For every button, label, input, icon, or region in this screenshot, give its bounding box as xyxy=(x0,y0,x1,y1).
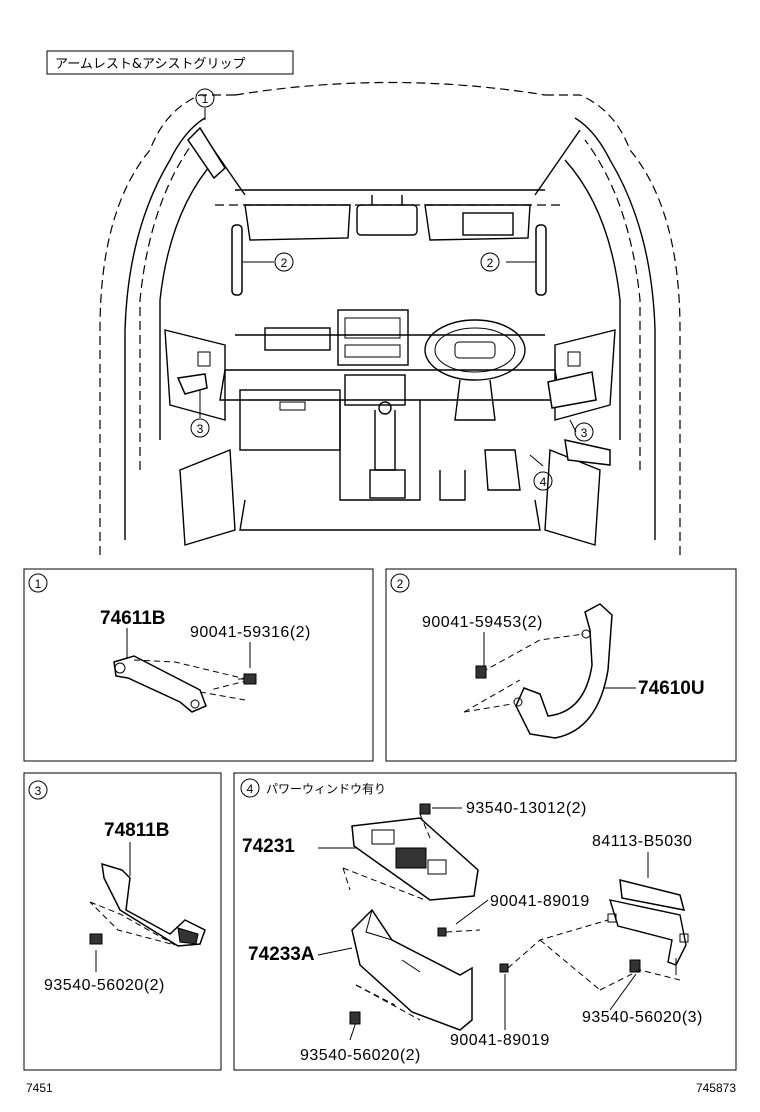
part-label-93540-56020-3: 93540-56020(3) xyxy=(582,1009,703,1026)
screw-icon xyxy=(89,933,103,945)
panel-2: 2 90041-59453(2) 74610U xyxy=(385,568,737,762)
svg-text:2: 2 xyxy=(487,256,494,270)
part-label-93540-13012: 93540-13012(2) xyxy=(466,800,587,817)
part-label-84113-b5030: 84113-B5030 xyxy=(592,833,692,850)
part-label-74233a: 74233A xyxy=(248,944,315,965)
bracket-84113-b5030 xyxy=(619,879,686,911)
panel-3: 3 74811B 93540-56020(2) xyxy=(23,772,222,1071)
svg-text:4: 4 xyxy=(247,782,254,796)
panel-1-number: 1 xyxy=(28,573,48,593)
panel-4-note: パワーウィンドウ有り xyxy=(266,782,386,796)
panel-3-number: 3 xyxy=(28,780,48,800)
overview-callout-2-left: 2 xyxy=(274,252,294,272)
screw-icon xyxy=(349,1011,361,1025)
svg-text:3: 3 xyxy=(197,422,204,436)
svg-text:1: 1 xyxy=(202,92,209,106)
panel-4: 4 パワーウィンドウ有り 93540-13012(2) 74231 84113-… xyxy=(233,772,737,1071)
panel-1: 1 74611B 90041-59316(2) xyxy=(23,568,374,762)
part-label-90041-59453: 90041-59453(2) xyxy=(422,614,543,631)
svg-text:4: 4 xyxy=(540,475,547,489)
overview-callout-2-right: 2 xyxy=(480,252,500,272)
title-box: アームレスト&アシストグリップ xyxy=(46,50,294,75)
screw-icon xyxy=(419,803,431,815)
svg-text:2: 2 xyxy=(281,256,288,270)
cabin-overview: 1 2 2 3 3 4 xyxy=(99,81,681,555)
footer-left-code: 7451 xyxy=(26,1081,53,1095)
part-label-90041-89019-upper: 90041-89019 xyxy=(490,893,590,910)
assist-grip-74611b xyxy=(113,655,207,713)
overview-callout-1: 1 xyxy=(195,88,215,108)
assist-grip-74610u xyxy=(515,603,613,739)
part-label-74610u: 74610U xyxy=(638,678,705,699)
part-label-74611b: 74611B xyxy=(100,608,166,629)
part-label-93540-56020-2-lower: 93540-56020(2) xyxy=(300,1047,421,1064)
clip-icon xyxy=(437,927,447,937)
svg-text:1: 1 xyxy=(35,577,42,591)
clip-icon xyxy=(499,963,509,973)
screw-icon xyxy=(475,665,487,679)
part-label-90041-59316: 90041-59316(2) xyxy=(190,624,311,641)
svg-text:3: 3 xyxy=(581,426,588,440)
part-label-90041-89019-lower: 90041-89019 xyxy=(450,1032,550,1049)
screw-icon xyxy=(629,959,641,973)
overview-callout-3-left: 3 xyxy=(190,418,210,438)
footer-right-code: 745873 xyxy=(696,1081,736,1095)
panel-4-number: 4 xyxy=(240,778,260,798)
part-label-74811b: 74811B xyxy=(104,820,170,841)
screw-icon xyxy=(238,673,257,685)
part-label-74231: 74231 xyxy=(242,836,295,857)
svg-text:3: 3 xyxy=(35,784,42,798)
armrest-74233a xyxy=(351,908,473,1031)
overview-callout-4: 4 xyxy=(533,471,553,491)
panel-2-number: 2 xyxy=(390,573,410,593)
svg-text:2: 2 xyxy=(397,577,404,591)
overview-callout-3-right: 3 xyxy=(574,422,594,442)
diagram-title: アームレスト&アシストグリップ xyxy=(55,57,245,72)
door-grip-74811b xyxy=(101,862,206,947)
part-label-93540-56020-2: 93540-56020(2) xyxy=(44,977,165,994)
